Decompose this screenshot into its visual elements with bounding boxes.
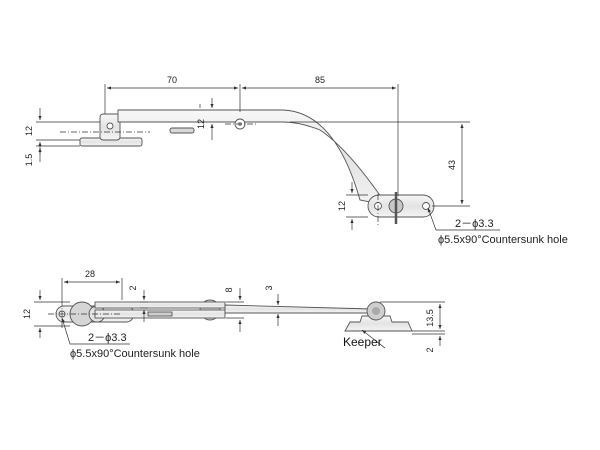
side-view: 28 12 2 8 3 13.5 2 2－ϕ3.3: [22, 269, 445, 360]
dim-12-mid: 12: [196, 119, 206, 129]
keeper-hole-right: [422, 202, 430, 210]
top-left-bracket-hole: [106, 122, 114, 130]
dim-1-5: 1.5: [24, 154, 34, 167]
dim-85: 85: [315, 75, 325, 85]
dim-28: 28: [85, 269, 95, 279]
dim-70: 70: [167, 75, 177, 85]
side-countersink-note: ϕ5.5x90°Countersunk hole: [70, 348, 200, 360]
top-hole-note: 2－ϕ3.3: [455, 218, 494, 230]
dim-12-left: 12: [24, 126, 34, 136]
side-keeper-knob-inner: [372, 307, 380, 315]
top-view: 70 85 12 1.5 12 43 12 2－ϕ3.3 ϕ5: [24, 75, 568, 246]
side-dim-3: 3: [264, 285, 274, 290]
dim-43: 43: [447, 160, 457, 170]
side-stay-rod: [224, 304, 373, 314]
stay-arm: [117, 109, 391, 211]
dim-12-bottom: 12: [337, 201, 347, 211]
side-arm-slot: [147, 311, 173, 317]
side-dim-2-b: 2: [425, 347, 435, 352]
side-hole-note: 2－ϕ3.3: [88, 332, 127, 344]
side-arm-upper: [94, 301, 226, 309]
side-dim-8: 8: [224, 287, 234, 292]
arm-slot: [169, 127, 195, 134]
side-dim-13-5: 13.5: [425, 309, 435, 327]
keeper-label: Keeper: [343, 335, 382, 349]
top-countersink-note: ϕ5.5x90°Countersunk hole: [438, 234, 568, 246]
side-dim-2-a: 2: [128, 285, 138, 290]
side-keeper-base: [344, 315, 413, 332]
side-dim-12: 12: [22, 309, 32, 319]
